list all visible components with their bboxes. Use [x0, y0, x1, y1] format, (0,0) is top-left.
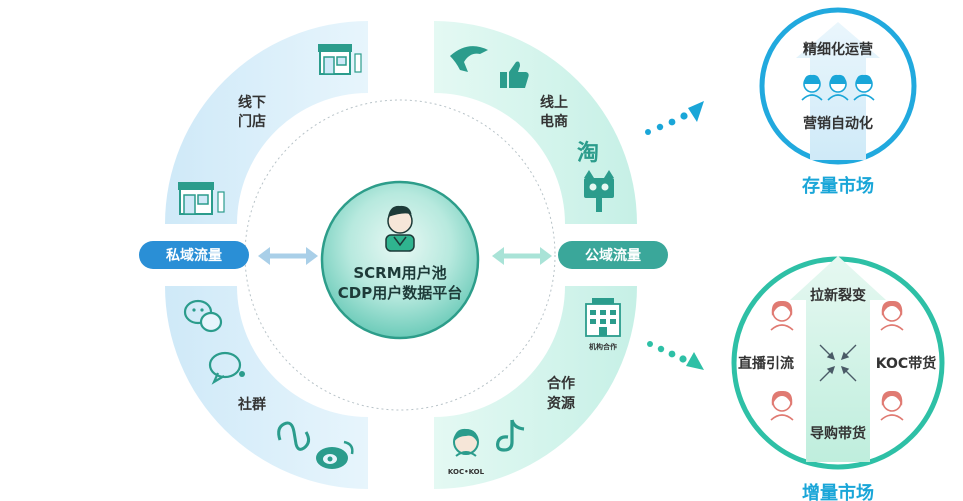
incremental-left-label: 直播引流	[738, 355, 794, 372]
incremental-growth-arrow	[790, 256, 886, 462]
incremental-bottom-label: 导购带货	[810, 425, 866, 442]
wechat-icon	[183, 299, 223, 333]
female-user-icon	[770, 390, 794, 421]
user-avatar-icon	[385, 205, 415, 252]
bird-logo-icon	[450, 46, 488, 72]
female-user-icon	[770, 300, 794, 331]
partner-resources-label-line2: 资源	[547, 395, 575, 412]
center-title-line2: CDP用户数据平台	[338, 284, 462, 302]
community-label: 社群	[237, 396, 266, 413]
tmall-cat-icon	[584, 170, 614, 212]
incremental-right-label: KOC带货	[876, 355, 936, 372]
stock-bottom-label: 营销自动化	[803, 115, 873, 132]
private-traffic-pill	[139, 241, 249, 269]
incremental-market-title: 增量市场	[802, 482, 874, 501]
offline-store-label-line2: 门店	[238, 113, 266, 130]
incremental-top-label: 拉新裂变	[810, 287, 866, 304]
store-front-icon	[318, 44, 362, 75]
left-double-arrow-icon	[258, 247, 318, 265]
stock-market-title: 存量市场	[802, 175, 874, 197]
mini-program-icon	[277, 421, 311, 451]
taobao-logo-icon: 淘	[577, 140, 599, 166]
center-circle	[320, 180, 480, 340]
thumbs-up-icon	[500, 61, 529, 88]
weibo-icon	[316, 440, 354, 469]
right-double-arrow-icon	[492, 247, 552, 265]
offline-store-label-line1: 线下	[238, 94, 266, 111]
center-title-line1: SCRM用户池	[353, 264, 446, 282]
institution-cooperation-label: 机构合作	[589, 342, 617, 351]
stock-top-label: 精细化运营	[803, 41, 873, 58]
public-traffic-label: 公域流量	[585, 247, 641, 264]
influencer-avatar-icon	[453, 428, 479, 457]
institution-building-icon	[585, 298, 621, 337]
segment-community	[165, 286, 368, 489]
converging-arrows-icon	[819, 344, 857, 382]
dotted-arrow-to-stock	[645, 101, 704, 135]
online-ecommerce-label-line1: 线上	[540, 94, 568, 111]
store-front-icon	[178, 182, 225, 215]
svg-text:淘: 淘	[577, 140, 599, 166]
douyin-icon	[496, 419, 525, 452]
segment-offline-store	[165, 21, 368, 224]
chat-bubble-icon	[208, 351, 245, 385]
private-traffic-label: 私域流量	[166, 247, 222, 264]
female-user-icon	[880, 300, 904, 331]
koc-kol-label: KOC•KOL	[448, 468, 485, 476]
public-traffic-pill	[558, 241, 668, 269]
user-group-icon	[801, 74, 875, 101]
online-ecommerce-label-line2: 电商	[540, 113, 568, 130]
dotted-arrow-to-incremental	[647, 341, 704, 370]
partner-resources-label-line1: 合作	[547, 375, 575, 392]
female-user-icon	[880, 390, 904, 421]
segment-online-ecommerce	[434, 21, 637, 224]
